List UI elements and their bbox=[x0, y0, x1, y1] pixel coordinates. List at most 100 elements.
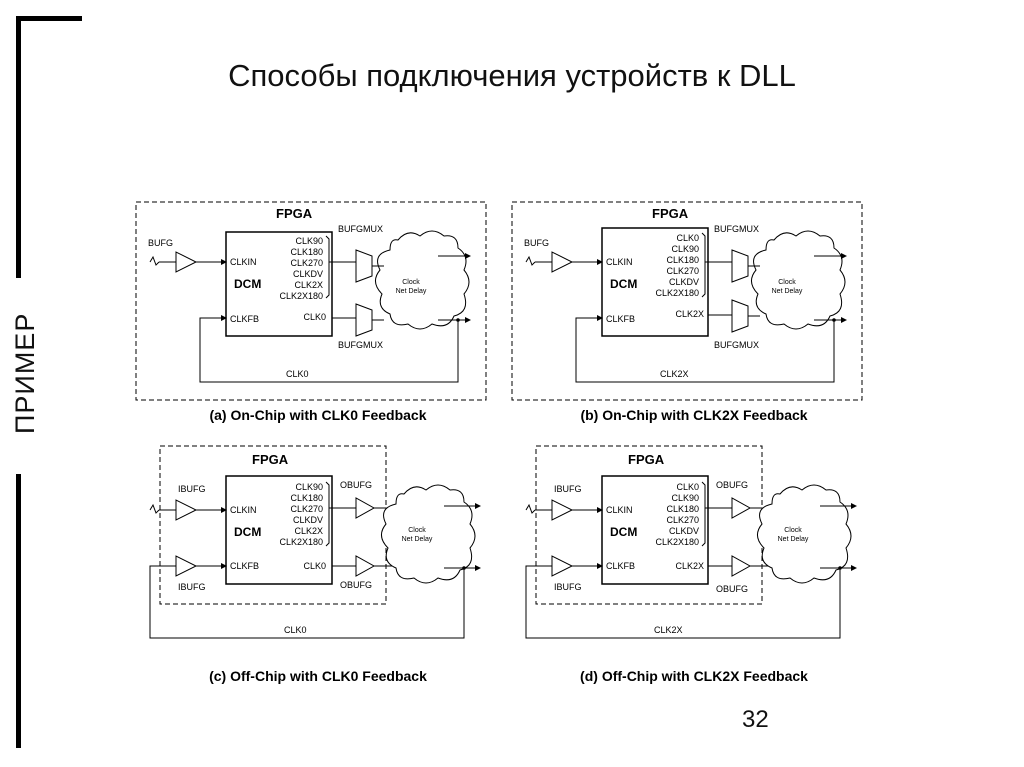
input-buffer-fb-label: IBUFG bbox=[554, 582, 582, 592]
out-buffer-bottom-label: BUFGMUX bbox=[338, 340, 383, 350]
dcm-label: DCM bbox=[610, 525, 637, 539]
panel-c-diagram: FPGA IBUFG IBUFG CLKIN DCM CLKFB CLK90 C… bbox=[149, 445, 481, 639]
loop-label: CLK2X bbox=[654, 625, 683, 635]
cloud-label: Clock bbox=[402, 279, 420, 286]
output-label: CLK90 bbox=[295, 236, 323, 246]
out-buffer-bottom-icon bbox=[355, 303, 373, 337]
output-label: CLKDV bbox=[669, 526, 699, 536]
clkfb-label: CLKFB bbox=[606, 314, 635, 324]
out-buffer-bottom-label: OBUFG bbox=[716, 584, 748, 594]
output-label: CLK2X180 bbox=[279, 537, 323, 547]
clkfb-label: CLKFB bbox=[230, 314, 259, 324]
out-buffer-bottom-icon bbox=[731, 299, 749, 333]
out-buffer-bottom-icon bbox=[731, 555, 752, 577]
caption-a: (a) On-Chip with CLK0 Feedback bbox=[209, 407, 427, 423]
input-buffer-icon bbox=[551, 251, 574, 273]
feedback-port-label: CLK0 bbox=[303, 561, 326, 571]
fpga-label: FPGA bbox=[628, 452, 665, 467]
dcm-block bbox=[225, 475, 333, 585]
cloud-label: Net Delay bbox=[778, 536, 809, 543]
input-buffer-label: BUFG bbox=[524, 238, 549, 248]
bracket-top-bar bbox=[16, 16, 82, 21]
output-label: CLK270 bbox=[290, 258, 323, 268]
clock-cloud-icon bbox=[375, 230, 470, 330]
slide-title: Способы подключения устройств к DLL bbox=[228, 58, 796, 93]
clkin-label: CLKIN bbox=[230, 257, 257, 267]
clock-cloud-icon bbox=[757, 484, 852, 584]
output-label: CLK2X bbox=[294, 526, 323, 536]
loop-label: CLK0 bbox=[284, 625, 307, 635]
bracket-lower-bar bbox=[16, 474, 21, 748]
clkfb-label: CLKFB bbox=[230, 561, 259, 571]
fpga-boundary bbox=[135, 201, 487, 401]
fpga-label: FPGA bbox=[652, 206, 689, 221]
output-label: CLKDV bbox=[669, 277, 699, 287]
cloud-label: Clock bbox=[784, 527, 802, 534]
panel-b-diagram: FPGA BUFG CLKIN DCM CLKFB CLK0 CLK90 CLK… bbox=[511, 201, 863, 401]
fpga-boundary bbox=[511, 201, 863, 401]
feedback-port-label: CLK2X bbox=[675, 309, 704, 319]
output-label: CLK90 bbox=[671, 244, 699, 254]
dcm-block bbox=[601, 475, 709, 585]
output-label: CLK2X180 bbox=[655, 537, 699, 547]
clkfb-label: CLKFB bbox=[606, 561, 635, 571]
fpga-label: FPGA bbox=[276, 206, 313, 221]
cloud-label: Net Delay bbox=[396, 288, 427, 295]
input-buffer-fb-label: IBUFG bbox=[178, 582, 206, 592]
clock-cloud-icon bbox=[751, 230, 846, 330]
input-buffer-label: IBUFG bbox=[178, 484, 206, 494]
out-buffer-bottom-label: BUFGMUX bbox=[714, 340, 759, 350]
bracket-upper-bar bbox=[16, 16, 21, 278]
output-label: CLK2X bbox=[294, 280, 323, 290]
feedback-port-label: CLK2X bbox=[675, 561, 704, 571]
fpga-boundary bbox=[535, 445, 763, 605]
dcm-label: DCM bbox=[234, 525, 261, 539]
output-label: CLK180 bbox=[290, 247, 323, 257]
out-buffer-top-icon bbox=[355, 497, 376, 519]
input-buffer-icon bbox=[551, 499, 574, 521]
clock-cloud-icon bbox=[381, 484, 476, 584]
cloud-label: Net Delay bbox=[772, 288, 803, 295]
out-buffer-top-icon bbox=[731, 497, 752, 519]
output-label: CLK180 bbox=[666, 504, 699, 514]
loop-label: CLK2X bbox=[660, 369, 689, 379]
feedback-port-label: CLK0 bbox=[303, 312, 326, 322]
loop-label: CLK0 bbox=[286, 369, 309, 379]
input-buffer-fb-icon bbox=[551, 555, 574, 577]
dcm-block bbox=[225, 231, 333, 337]
dcm-label: DCM bbox=[610, 277, 637, 291]
output-label: CLK270 bbox=[666, 515, 699, 525]
caption-b: (b) On-Chip with CLK2X Feedback bbox=[580, 407, 808, 423]
fpga-label: FPGA bbox=[252, 452, 289, 467]
cloud-label: Clock bbox=[408, 527, 426, 534]
output-label: CLK0 bbox=[676, 233, 699, 243]
output-label: CLK180 bbox=[290, 493, 323, 503]
input-buffer-fb-icon bbox=[175, 555, 198, 577]
panel-a: FPGA BUFG CLKIN DCM CLKFB CLK90 CLK180 C… bbox=[128, 196, 508, 406]
output-label: CLK270 bbox=[666, 266, 699, 276]
out-buffer-top-icon bbox=[355, 249, 373, 283]
input-buffer-label: IBUFG bbox=[554, 484, 582, 494]
input-buffer-icon bbox=[175, 251, 198, 273]
output-label: CLK2X180 bbox=[655, 288, 699, 298]
clkin-label: CLKIN bbox=[606, 257, 633, 267]
output-label: CLKDV bbox=[293, 269, 323, 279]
output-label: CLK270 bbox=[290, 504, 323, 514]
cloud-label: Net Delay bbox=[402, 536, 433, 543]
side-label: ПРИМЕР bbox=[10, 312, 40, 434]
caption-d: (d) Off-Chip with CLK2X Feedback bbox=[580, 668, 808, 684]
input-buffer-icon bbox=[175, 499, 198, 521]
panel-d-diagram: FPGA IBUFG IBUFG CLKIN DCM CLKFB CLK0 CL… bbox=[525, 445, 857, 639]
out-buffer-top-label: BUFGMUX bbox=[338, 224, 383, 234]
dcm-label: DCM bbox=[234, 277, 261, 291]
clkin-label: CLKIN bbox=[230, 505, 257, 515]
input-buffer-label: BUFG bbox=[148, 238, 173, 248]
output-label: CLK90 bbox=[295, 482, 323, 492]
out-buffer-bottom-label: OBUFG bbox=[340, 580, 372, 590]
page-number: 32 bbox=[742, 706, 769, 733]
panel-d: FPGA IBUFG IBUFG CLKIN DCM CLKFB CLK0 CL… bbox=[504, 440, 884, 660]
output-label: CLK0 bbox=[676, 482, 699, 492]
out-buffer-top-label: OBUFG bbox=[716, 480, 748, 490]
out-buffer-top-icon bbox=[731, 249, 749, 283]
out-buffer-top-label: BUFGMUX bbox=[714, 224, 759, 234]
